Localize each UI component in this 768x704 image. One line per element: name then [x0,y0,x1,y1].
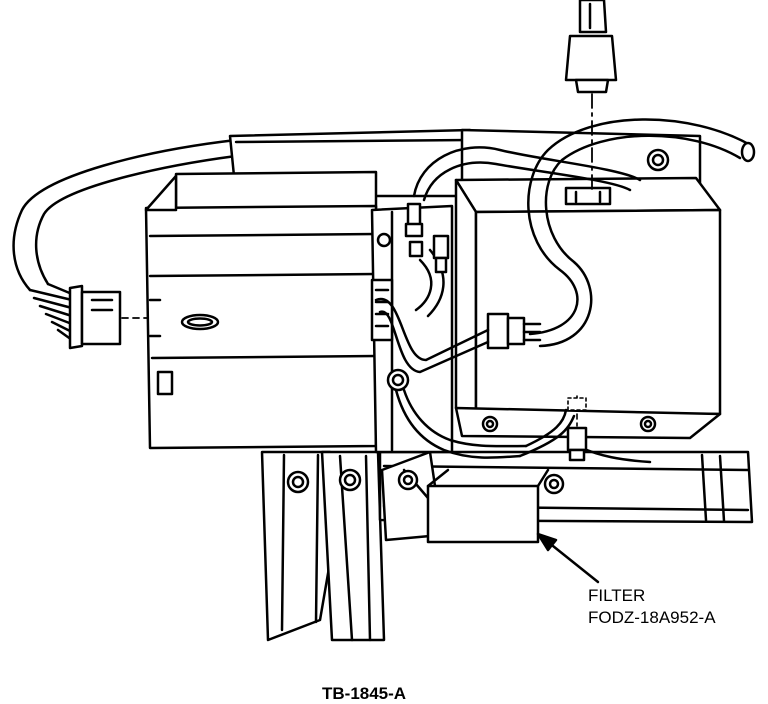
module-flange-bolt-right [641,417,655,431]
filter-label: FILTER [588,586,646,605]
bracket-connector-upper [406,204,422,236]
center-bracket [372,206,452,452]
module-side-connector [488,314,540,348]
lower-small-connector [568,428,586,460]
left-harness-loop [14,140,236,340]
rail-bolt-3 [399,471,417,489]
figure-id: TB-1845-A [322,684,407,703]
center-bolt [388,370,408,390]
top-plug-connector [566,0,616,92]
top-right-bolt [648,150,668,170]
right-harness-hose [528,119,754,346]
mounting-bracket-frame [262,452,752,640]
bracket-connector-middle [410,236,448,272]
rail-bolt-2 [340,470,360,490]
filter-body [428,470,548,542]
left-harness-connector [70,286,120,348]
rail-bolt-1 [288,472,308,492]
main-control-module [146,172,376,448]
right-module-box [456,150,720,438]
module-flange-bolt-left [483,417,497,431]
filter-part-number: FODZ-18A952-A [588,608,716,627]
filter-callout-arrow [538,534,598,582]
rail-bolt-4 [545,475,563,493]
center-top-bolt [378,234,390,246]
